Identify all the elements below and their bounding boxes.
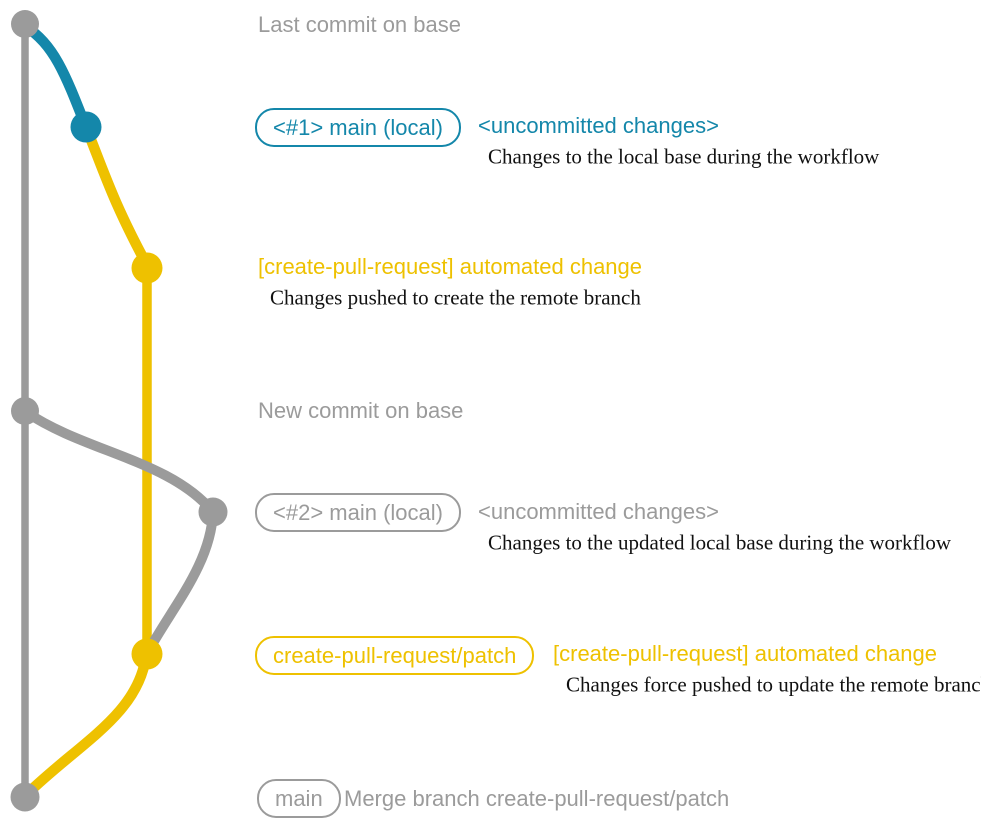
commit-node-last-base <box>11 10 39 38</box>
commit-node-uncommitted-2 <box>198 497 228 527</box>
local-main-curve <box>20 21 92 133</box>
commit-title-uncommitted-2: <uncommitted changes> <box>478 499 719 524</box>
commit-node-automated-2 <box>131 638 163 670</box>
merge-curve <box>20 650 152 801</box>
caption-new-commit-on-base: New commit on base <box>258 398 464 423</box>
commit-description-automated-2: Changes force pushed to update the remot… <box>566 672 981 697</box>
branch-badge-main-local-1: <#1> main (local) <box>255 108 461 147</box>
commit-node-new-base <box>11 397 39 425</box>
commit-node-uncommitted-1 <box>70 111 102 143</box>
commit-description-automated-1: Changes pushed to create the remote bran… <box>270 285 641 310</box>
branch-badge-main-local-2: <#2> main (local) <box>255 493 461 532</box>
commit-title-automated-1: [create-pull-request] automated change <box>258 254 643 279</box>
caption-last-commit-on-base: Last commit on base <box>258 12 461 37</box>
rebase-curve <box>21 407 218 517</box>
commit-node-automated-1 <box>131 252 163 284</box>
commit-description-uncommitted-1: Changes to the local base during the wor… <box>488 144 880 169</box>
commit-description-uncommitted-2: Changes to the updated local base during… <box>488 530 952 555</box>
branch-badge-patch: create-pull-request/patch <box>255 636 535 675</box>
commit-graph <box>10 10 228 812</box>
commit-title-automated-2: [create-pull-request] automated change <box>553 641 938 666</box>
commit-title-uncommitted-1: <uncommitted changes> <box>478 113 719 138</box>
commit-node-merge <box>10 782 40 812</box>
patch-branch-out-curve <box>80 121 153 271</box>
commit-title-merge: Merge branch create-pull-request/patch <box>344 786 730 811</box>
branch-badge-main: main <box>257 779 341 818</box>
update-patch-curve <box>143 507 218 657</box>
